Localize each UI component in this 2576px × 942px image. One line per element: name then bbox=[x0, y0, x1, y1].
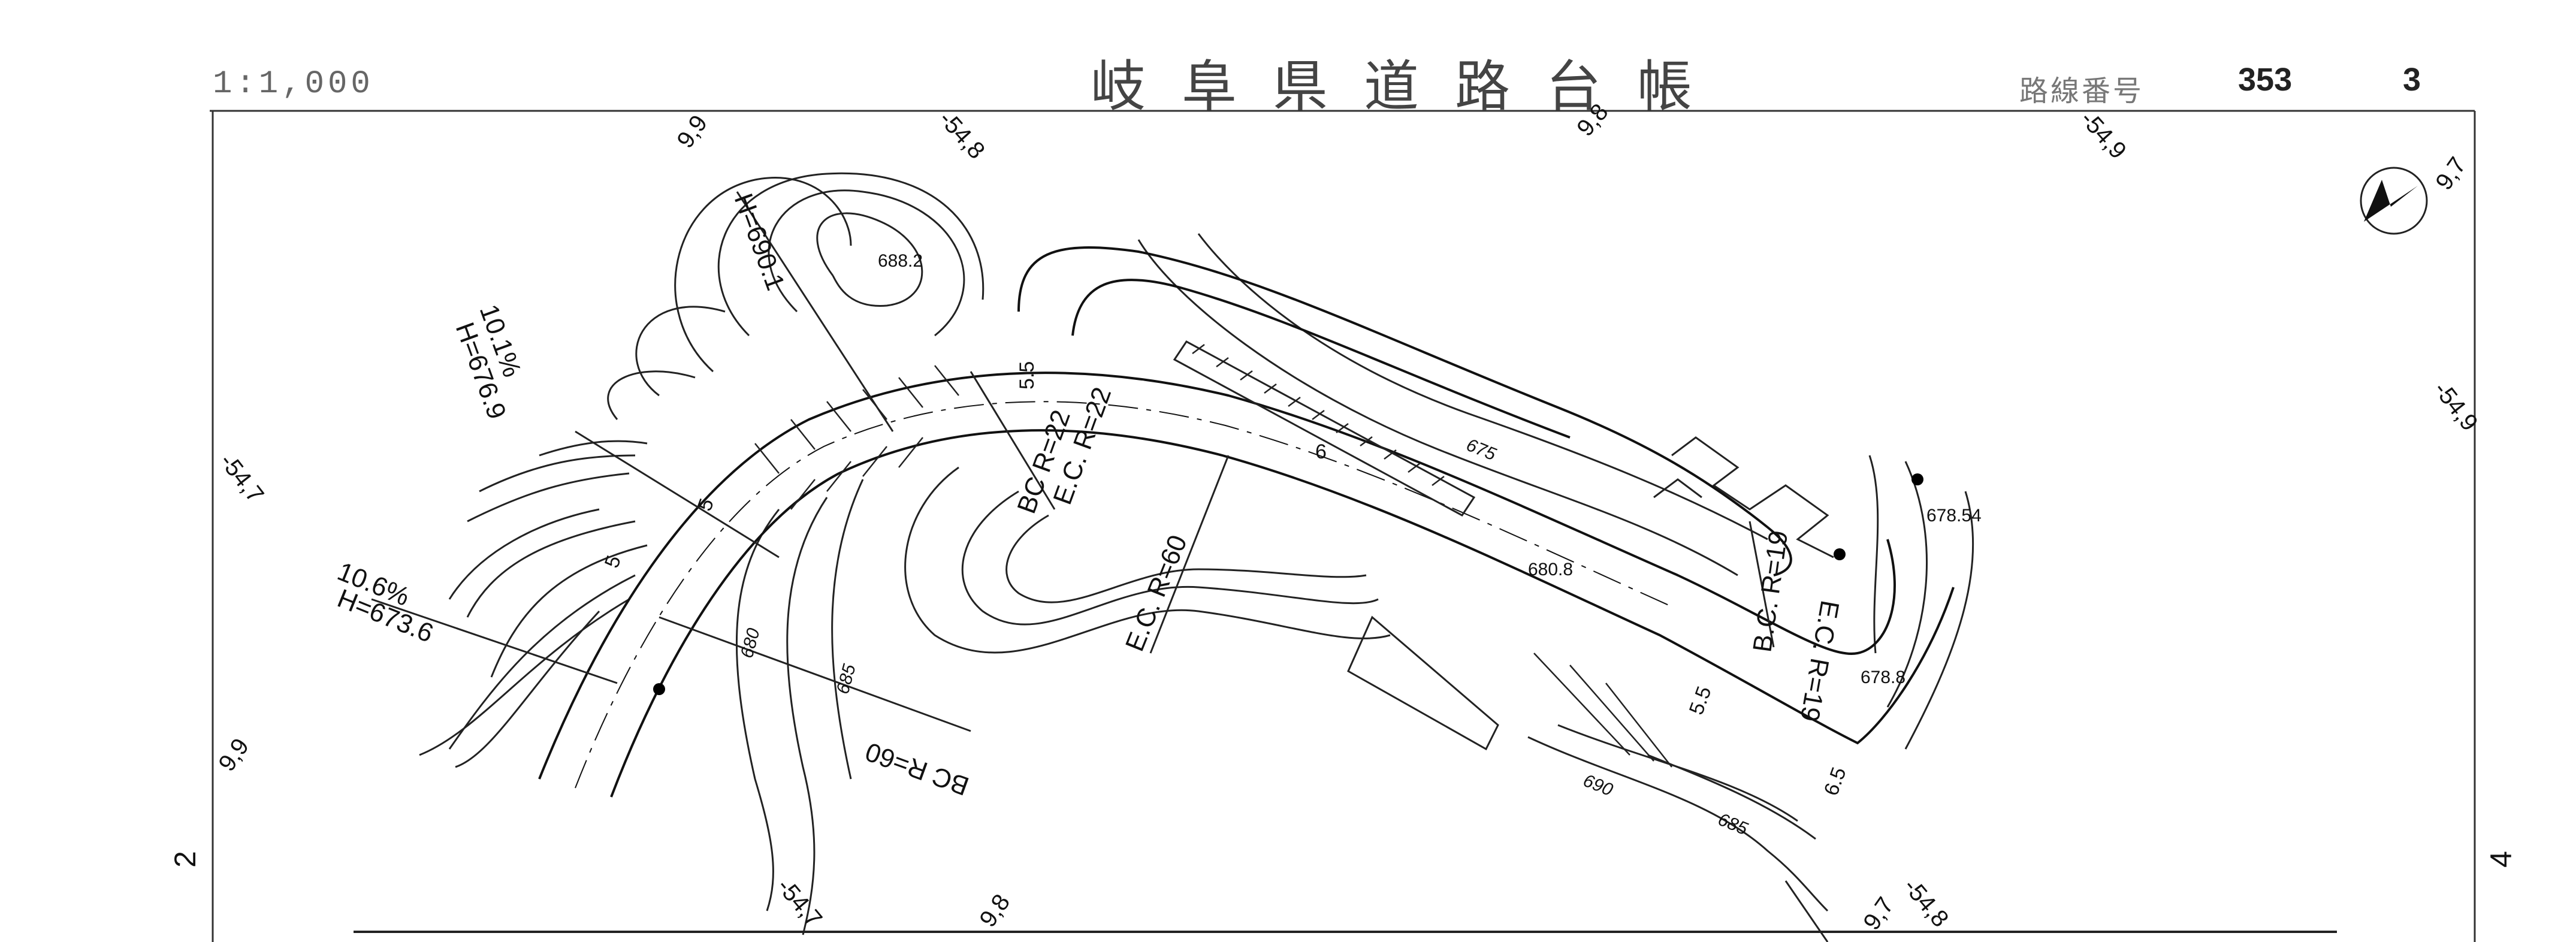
grid-label: 9,9 bbox=[213, 733, 254, 776]
contour-label: 690 bbox=[1580, 771, 1615, 800]
elevation-label: 680.8 bbox=[1528, 560, 1573, 579]
width-label: 5.5 bbox=[1685, 683, 1716, 717]
map-scale: 1:1,000 bbox=[213, 66, 374, 102]
contour-label: 685 bbox=[833, 662, 860, 696]
contour-label: 675 bbox=[1463, 435, 1499, 464]
benchmark-points bbox=[653, 473, 1923, 695]
contour-lines bbox=[419, 172, 1974, 935]
grid-label: -54,9 bbox=[2075, 106, 2131, 164]
contour-label: 685 bbox=[1715, 810, 1750, 839]
contour-label: 680 bbox=[737, 626, 764, 660]
grid-label: -54,8 bbox=[934, 106, 990, 164]
width-label: 6 bbox=[1315, 440, 1327, 463]
north-arrow-icon bbox=[2360, 167, 2428, 235]
curve-label: BC R=60 bbox=[862, 736, 973, 801]
grid-label: 9,9 bbox=[672, 110, 712, 153]
grid-label: 9,8 bbox=[1572, 99, 1613, 141]
grid-label: 9,8 bbox=[974, 889, 1015, 932]
retaining-wall-hatch bbox=[754, 340, 1672, 768]
width-labels: 5.5 5.5 6 6.5 5 5 bbox=[600, 361, 1851, 799]
grid-label: -54,7 bbox=[772, 874, 827, 932]
section-lines bbox=[371, 191, 1829, 942]
elevation-label: 678.8 bbox=[1861, 668, 1905, 687]
road-edges bbox=[538, 246, 1955, 798]
contour-labels: 675 680 685 690 685 bbox=[737, 435, 1751, 839]
elevation-label: 678.54 bbox=[1926, 506, 1982, 526]
curve-label: H=690.1 bbox=[729, 190, 790, 294]
grid-label: 9,7 bbox=[1858, 892, 1899, 935]
grid-label: -54,7 bbox=[215, 448, 269, 508]
curve-labels: H=690.1 H=676.9 10.1% H=673.6 10.6% BC R… bbox=[333, 190, 1844, 801]
width-label: 5.5 bbox=[1016, 361, 1038, 390]
grid-label: -54,8 bbox=[1898, 874, 1953, 932]
grid-labels: 9,9 -54,8 9,8 -54,9 9,7 -54,9 -54,7 9,9 … bbox=[213, 99, 2483, 935]
map-title: 岐阜県道路台帳 bbox=[1091, 55, 1729, 119]
route-label: 路線番号 bbox=[2019, 76, 2145, 107]
curve-label: E.C. R=19 bbox=[1795, 598, 1845, 724]
width-label: 6.5 bbox=[1820, 764, 1851, 798]
grid-label: 9,7 bbox=[2430, 152, 2471, 195]
buildings bbox=[1653, 436, 1834, 558]
sheet-number: 3 bbox=[2403, 62, 2421, 98]
route-number: 353 bbox=[2238, 62, 2293, 98]
elevation-label: 688.2 bbox=[878, 251, 923, 271]
elevation-labels: 688.2 680.8 678.54 678.8 bbox=[878, 251, 1982, 687]
